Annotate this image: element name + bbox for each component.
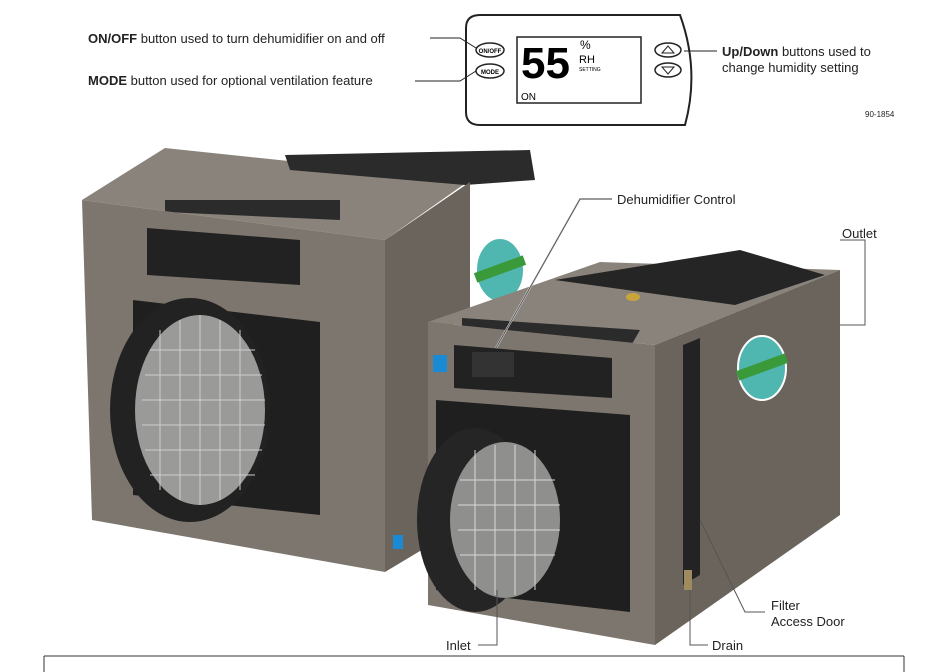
percent-unit: %	[580, 38, 591, 52]
onoff-button-label: ON/OFF	[479, 49, 502, 55]
figure-code: 90-1854	[865, 110, 895, 119]
onoff-button[interactable]	[475, 42, 505, 58]
humidity-readout: 55	[521, 39, 570, 88]
control-panel-inset: ON/OFF MODE 55 % RH SETTING ON	[415, 14, 717, 126]
status-on: ON	[521, 92, 536, 103]
up-arrow-icon	[660, 45, 676, 54]
down-button[interactable]	[654, 62, 682, 78]
drain-callout: Drain	[712, 638, 744, 653]
mode-callout: MODE button used for optional ventilatio…	[88, 73, 373, 88]
dehumidifier-control-callout: Dehumidifier Control	[617, 192, 736, 207]
up-button[interactable]	[654, 42, 682, 58]
healthy-climate-logo	[473, 237, 527, 303]
outlet-callout: Outlet	[842, 226, 877, 241]
large-dehumidifier	[82, 148, 535, 572]
small-dehumidifier	[417, 250, 840, 645]
inlet-callout: Inlet	[446, 638, 471, 653]
down-arrow-icon	[660, 66, 676, 75]
energy-star-logo	[393, 535, 403, 549]
filter-access-door[interactable]	[683, 338, 700, 585]
healthy-climate-logo	[735, 335, 789, 401]
onoff-callout: ON/OFF button used to turn dehumidifier …	[88, 31, 385, 46]
mode-button-label: MODE	[481, 70, 499, 76]
setting-label: SETTING	[579, 67, 601, 73]
energy-star-logo	[433, 355, 447, 372]
rh-unit: RH	[579, 54, 595, 66]
